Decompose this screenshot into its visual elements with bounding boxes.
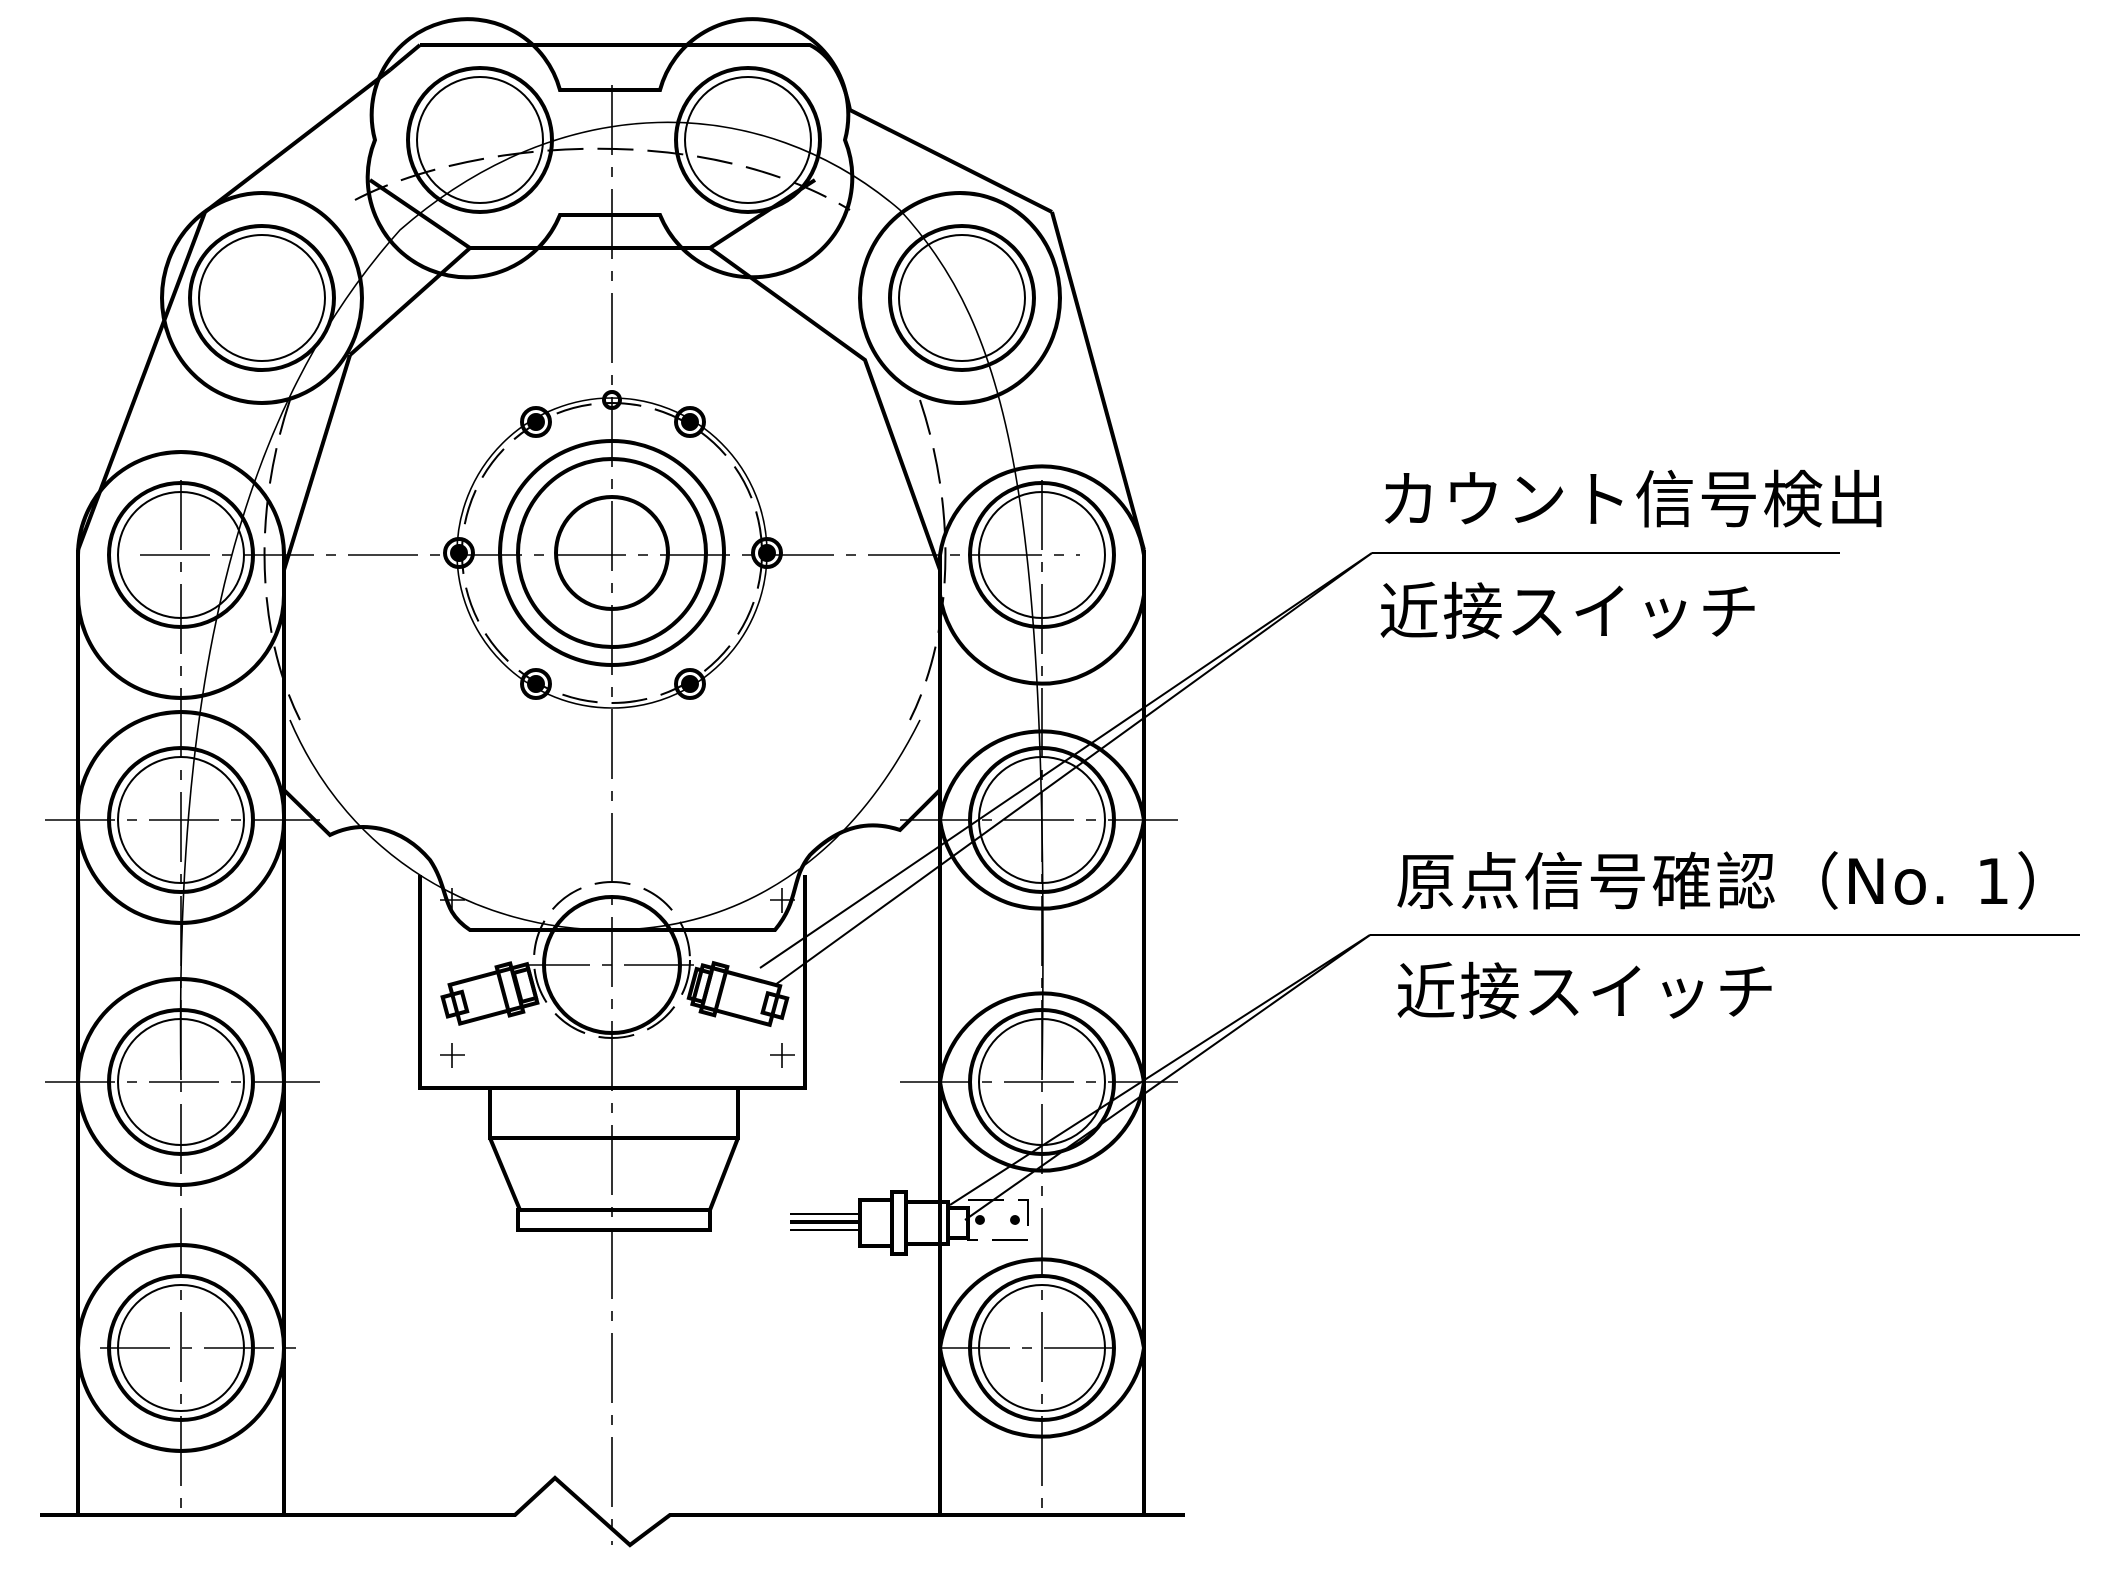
pin-top-right xyxy=(674,66,822,214)
hub-bolts xyxy=(443,390,783,700)
leader-lines xyxy=(759,552,2080,1221)
pin-upper-left xyxy=(188,224,336,372)
break-line xyxy=(40,1475,1185,1548)
origin-signal-title: 原点信号確認（No. 1） xyxy=(1395,846,2080,919)
origin-signal-subtitle: 近接スイッチ xyxy=(1395,956,1780,1029)
chain-link-plates xyxy=(76,17,1146,1453)
count-signal-title: カウント信号検出 xyxy=(1378,464,1891,537)
pin-top-left xyxy=(406,66,554,214)
origin-sensor xyxy=(790,1190,1029,1256)
pin-upper-right xyxy=(888,224,1036,372)
center-lines xyxy=(45,85,1180,1545)
chain-outline xyxy=(76,43,1146,1515)
count-signal-subtitle: 近接スイッチ xyxy=(1378,576,1763,649)
count-sensor-left xyxy=(440,961,540,1026)
count-sensor-right xyxy=(686,960,790,1028)
